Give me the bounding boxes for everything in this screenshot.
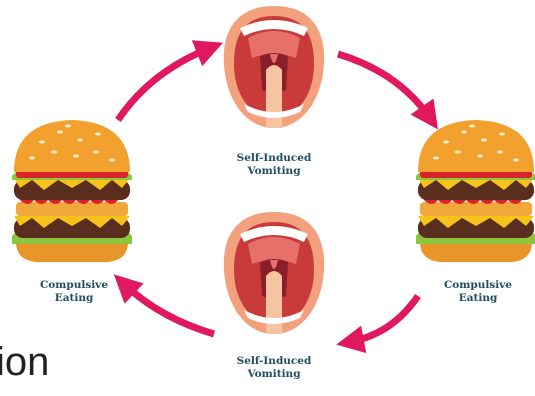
arrow-eat-to-vomit xyxy=(118,48,210,120)
node-label-eat-right: Compulsive Eating xyxy=(428,279,528,305)
arrow-vomit-to-eat xyxy=(338,54,430,118)
node-label-vomit-bottom: Self-Induced Vomiting xyxy=(224,355,324,381)
burger-icon xyxy=(416,120,535,262)
label-line: Self-Induced xyxy=(224,355,324,368)
label-line: Vomiting xyxy=(224,165,324,178)
open-mouth-icon xyxy=(224,6,324,128)
label-line: Compulsive xyxy=(24,279,124,292)
open-mouth-icon xyxy=(224,212,324,334)
label-line: Compulsive xyxy=(428,279,528,292)
node-label-eat-left: Compulsive Eating xyxy=(24,279,124,305)
arrow-eat-to-vomit-bottom xyxy=(350,296,418,342)
label-line: Self-Induced xyxy=(224,152,324,165)
node-label-vomit-top: Self-Induced Vomiting xyxy=(224,152,324,178)
label-line: Eating xyxy=(24,292,124,305)
label-line: Vomiting xyxy=(224,368,324,381)
label-line: Eating xyxy=(428,292,528,305)
caption-fragment: ion xyxy=(0,338,49,386)
arrow-vomit-to-eat-left xyxy=(124,284,214,334)
burger-icon xyxy=(12,120,132,262)
